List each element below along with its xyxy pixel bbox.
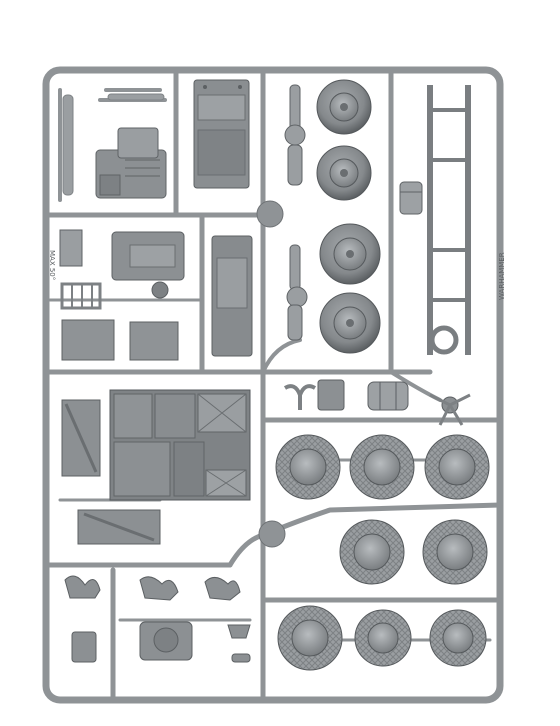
tire [316, 79, 372, 135]
tire [424, 434, 490, 500]
gearbox-part [111, 231, 185, 299]
fuel-tank-part [399, 181, 423, 215]
side-panel-part-left [61, 319, 179, 361]
tire [319, 223, 381, 285]
small-parts-bottom-left [64, 575, 251, 663]
tire [275, 434, 341, 500]
tire-group-lower [275, 434, 490, 671]
radiator-part [59, 229, 83, 267]
chassis-frame-part [427, 85, 471, 355]
tire [316, 145, 372, 201]
cylinder-tank-part [367, 381, 409, 411]
armor-plates-part [109, 389, 251, 501]
tire [277, 605, 343, 671]
axle-part-lower [286, 244, 308, 341]
side-frame-part [61, 399, 101, 477]
rack-part [60, 282, 102, 310]
bracket-part [283, 384, 317, 410]
bonnet-panel-part [211, 235, 253, 357]
tire [354, 609, 412, 667]
tire [319, 292, 381, 354]
tire [339, 519, 405, 585]
right-rail-text: WARHAMMER [498, 252, 506, 300]
cab-door-part [193, 79, 250, 189]
axle-part-upper [284, 84, 306, 186]
tire [429, 609, 487, 667]
exhaust-rod-part [62, 93, 165, 196]
left-rail-text: MAX 50° [48, 250, 56, 280]
tire [349, 434, 415, 500]
engine-part [95, 127, 167, 199]
fan-part [429, 393, 471, 426]
tire [422, 519, 488, 585]
pump-part [317, 379, 345, 411]
flatbed-part [77, 509, 161, 545]
tire-group-upper [316, 79, 381, 354]
sprue-hubs [256, 200, 286, 548]
chassis-hook-part [429, 325, 459, 355]
